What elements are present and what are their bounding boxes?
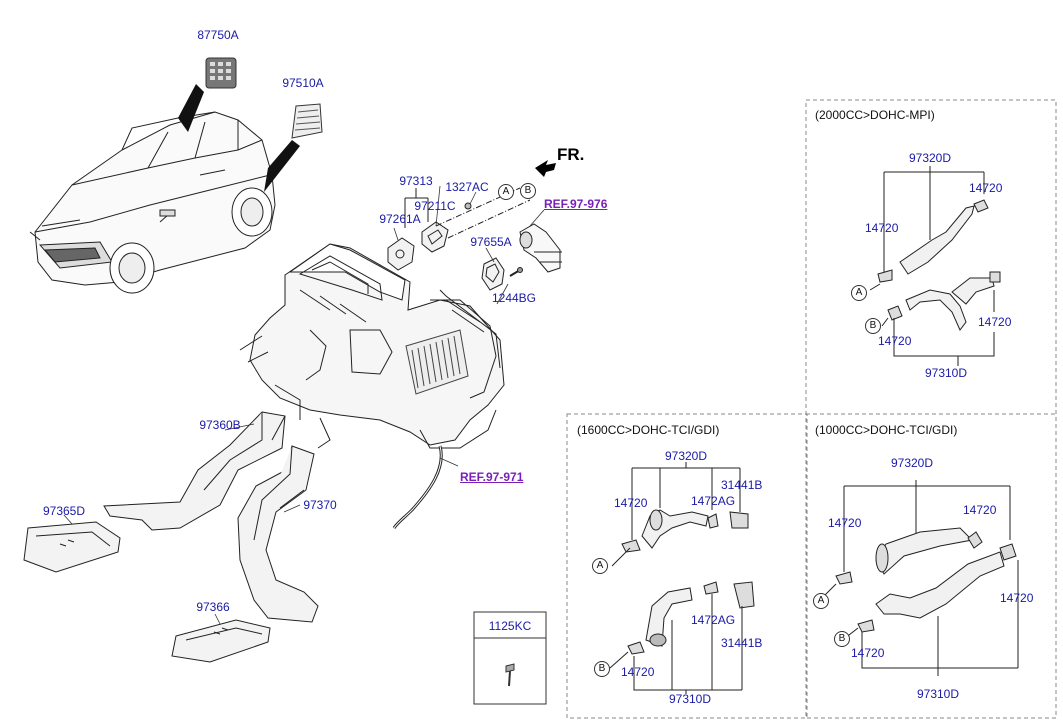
leader-lines <box>63 185 545 625</box>
label-1125KC: 1125KC <box>488 619 532 633</box>
label-97211C: 97211C <box>414 199 456 213</box>
part-87750A-grille <box>205 57 237 89</box>
panel-2000-clamp-top-right-label: 14720 <box>969 181 1003 195</box>
duct-97365D <box>23 521 121 573</box>
part-1125KC-box <box>473 611 547 705</box>
panel-1000-clamp-lower-left-label: 14720 <box>851 646 885 660</box>
label-97366: 97366 <box>196 600 230 614</box>
panel-1000-clamp-right-label: 14720 <box>963 503 997 517</box>
panel-2000-hose-upper-label: 97320D <box>908 151 952 165</box>
panel-1600-callout-a: A <box>592 558 608 574</box>
panel-1600-frame <box>566 413 808 719</box>
panel-1600-cap-lower-label: 1472AG <box>691 613 736 627</box>
label-97510A: 97510A <box>282 76 324 90</box>
panel-2000-callout-b: B <box>865 318 881 334</box>
panel-2000-hose-lower-label: 97310D <box>924 366 968 380</box>
part-97510A-vent <box>291 103 323 139</box>
front-direction-label: FR. <box>557 145 585 164</box>
panel-1000-clamp-left-label: 14720 <box>828 516 862 530</box>
panel-1000-hose-lower-label: 97310D <box>916 687 960 701</box>
duct-97360B <box>103 411 286 531</box>
panel-frames <box>566 99 1057 719</box>
duct-97370 <box>237 445 319 623</box>
panel-1000-callout-a: A <box>813 593 829 609</box>
panel-1000-callout-b: B <box>834 631 850 647</box>
hvac-unit-illustration <box>239 243 505 529</box>
label-97370: 97370 <box>303 498 337 512</box>
panel-1600-cap-upper-label: 1472AG <box>691 494 736 508</box>
panel-1600-hose-upper-label: 97320D <box>664 449 708 463</box>
panel-2000-callout-a: A <box>851 285 867 301</box>
label-1327AC: 1327AC <box>445 180 489 194</box>
panel-1000-drawing <box>815 480 1019 676</box>
panel-2000-clamp-left-label: 14720 <box>865 221 899 235</box>
label-97261A: 97261A <box>379 212 421 226</box>
label-1244BG: 1244BG <box>491 291 537 305</box>
label-97360B: 97360B <box>199 418 241 432</box>
panel-1000-clamp-lower-right-label: 14720 <box>1000 591 1034 605</box>
callout-a-marker: A <box>498 184 514 200</box>
car-illustration <box>29 111 276 294</box>
panel-2000-drawing <box>869 166 1001 366</box>
panel-1600-plug-lower-label: 31441B <box>721 636 763 650</box>
panel-2000-caption: (2000CC>DOHC-MPI) <box>815 108 935 122</box>
label-97655A: 97655A <box>470 235 512 249</box>
panel-1600-hose-lower-label: 97310D <box>668 692 712 706</box>
callout-b-marker: B <box>520 183 536 199</box>
panel-1600-callout-b: B <box>594 661 610 677</box>
panel-1000-caption: (1000CC>DOHC-TCI/GDI) <box>815 423 958 437</box>
front-arrow-icon <box>535 160 556 177</box>
panel-2000-clamp-right-label: 14720 <box>978 315 1012 329</box>
ref-link-97-976[interactable]: REF.97-976 <box>544 197 608 211</box>
label-97365D: 97365D <box>42 504 86 518</box>
label-97313: 97313 <box>399 174 433 188</box>
panel-2000-clamp-bottom-left-label: 14720 <box>878 334 912 348</box>
leader-87750A <box>178 84 204 132</box>
panel-1600-caption: (1600CC>DOHC-TCI/GDI) <box>577 423 720 437</box>
ref-link-97-971[interactable]: REF.97-971 <box>460 470 524 484</box>
leader-97510A <box>264 140 300 192</box>
panel-1600-drawing <box>609 462 755 694</box>
panel-1600-clamp-lower-label: 14720 <box>621 665 655 679</box>
label-87750A: 87750A <box>197 28 239 42</box>
panel-1600-plug-upper-label: 31441B <box>721 478 763 492</box>
small-parts-upper <box>387 187 562 291</box>
duct-97366 <box>171 619 271 663</box>
panel-1000-hose-upper-label: 97320D <box>890 456 934 470</box>
panel-1600-clamp-upper-label: 14720 <box>614 496 648 510</box>
